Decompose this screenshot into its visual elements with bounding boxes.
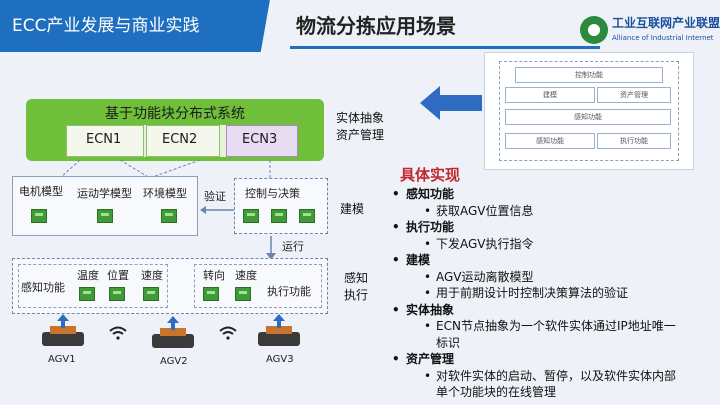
agv1-label: AGV1: [48, 354, 76, 365]
alliance-logo: 工业互联网产业联盟 Alliance of Industrial Interne…: [580, 14, 720, 50]
ecn-connectors: [59, 159, 271, 179]
sub-bullet: 用于前期设计时控制决策算法的验证: [392, 285, 712, 302]
agv3-image: [256, 314, 302, 352]
bullet-execution: 执行功能: [392, 219, 712, 236]
sub-bullet: ECN节点抽象为一个软件实体通过IP地址唯一: [392, 318, 712, 335]
title-underline: [290, 46, 600, 49]
control-decision-label: 控制与决策: [245, 187, 300, 200]
agv-top: [50, 326, 76, 334]
function-block-icon: [243, 209, 259, 223]
bullet-asset-management: 资产管理: [392, 351, 712, 368]
logo-text-en: Alliance of Industrial Internet: [612, 34, 714, 42]
perception-execution-side-label: 感知 执行: [338, 270, 374, 304]
ecn3-box: [226, 125, 298, 157]
sub-bullet: 下发AGV执行指令: [392, 236, 712, 253]
implementation-list: 感知功能 获取AGV位置信息 执行功能 下发AGV执行指令 建模 AGV运动离散…: [392, 186, 712, 401]
function-block-icon: [109, 287, 125, 301]
function-block-icon: [299, 209, 315, 223]
model-group: 电机模型 运动学模型 环境模型: [12, 176, 198, 236]
position-label: 位置: [107, 269, 129, 282]
page-title: 物流分拣应用场景: [296, 14, 456, 38]
up-arrow-icon: [167, 316, 179, 330]
run-label: 运行: [282, 240, 304, 253]
implementation-title: 具体实现: [400, 166, 461, 184]
sense-side-label: 感知: [343, 271, 368, 285]
execution-group: 转向 速度 执行功能: [194, 264, 322, 308]
agv-body: [42, 332, 84, 346]
arch-sensing: 感知功能: [505, 109, 671, 125]
ecn3-label: ECN3: [242, 132, 278, 147]
verify-label: 验证: [204, 190, 226, 203]
function-block-icon: [143, 287, 159, 301]
left-arrow-icon: [420, 86, 482, 120]
arch-frame: [499, 61, 679, 161]
agv-body: [258, 332, 300, 346]
arrow-left-icon: [200, 206, 234, 214]
ecn-row: ECN1 ECN2 ECN3: [66, 125, 298, 157]
up-arrow-icon: [57, 314, 69, 328]
gear-icon: [580, 16, 608, 44]
architecture-panel: 控制功能 建模 资产管理 感知功能 感知功能 执行功能: [484, 52, 694, 170]
arch-control: 控制功能: [515, 67, 663, 83]
arch-bottom-left: 感知功能: [505, 133, 595, 149]
steer-label: 转向: [203, 269, 225, 282]
agv2-label: AGV2: [160, 356, 188, 367]
up-arrow-icon: [273, 314, 285, 328]
modeling-side-label: 建模: [340, 202, 365, 216]
agv1-image: [40, 314, 86, 352]
entity-abstraction-label: 实体抽象: [335, 111, 384, 125]
function-block-icon: [31, 209, 47, 223]
ecn1-box: [66, 125, 144, 157]
arrow-down-icon: [266, 236, 276, 260]
function-block-icon: [271, 209, 287, 223]
bullet-sensing: 感知功能: [392, 186, 712, 203]
section-banner: ECC产业发展与商业实践: [0, 0, 258, 52]
perception-group: 感知功能 温度 位置 速度: [18, 264, 168, 308]
environment-model-label: 环境模型: [143, 187, 187, 200]
kinematic-model-label: 运动学模型: [77, 187, 132, 200]
sub-bullet-continuation: 标识: [436, 335, 461, 350]
agv-top: [266, 326, 292, 334]
motor-model-label: 电机模型: [19, 185, 63, 198]
arch-asset: 资产管理: [597, 87, 671, 103]
sub-bullet: 获取AGV位置信息: [392, 203, 712, 220]
control-decision-group: 控制与决策: [234, 178, 328, 234]
function-block-icon: [97, 209, 113, 223]
sense-function-label: 感知功能: [21, 281, 65, 294]
ecn1-label: ECN1: [86, 132, 122, 147]
sub-bullet: 对软件实体的启动、暂停，以及软件实体内部: [392, 368, 712, 385]
speed2-label: 速度: [235, 269, 257, 282]
sub-bullet-continuation: 单个功能块的在线管理: [436, 385, 557, 399]
agv-top: [160, 328, 186, 336]
wifi-icon: [219, 326, 237, 340]
entity-asset-label: 实体抽象 资产管理: [330, 110, 390, 144]
bullet-entity-abstraction: 实体抽象: [392, 302, 712, 319]
bullet-modeling: 建模: [392, 252, 712, 269]
logo-text-cn: 工业互联网产业联盟: [612, 16, 720, 30]
ecn2-box: [146, 125, 220, 157]
function-block-icon: [161, 209, 177, 223]
speed-label: 速度: [141, 269, 163, 282]
function-block-icon: [235, 287, 251, 301]
function-block-system: 基于功能块分布式系统 ECN1 ECN2 ECN3: [26, 99, 324, 161]
asset-management-label: 资产管理: [335, 128, 384, 142]
agv-body: [152, 334, 194, 348]
function-block-title: 基于功能块分布式系统: [105, 106, 245, 122]
function-block-icon: [79, 287, 95, 301]
agv3-label: AGV3: [266, 354, 294, 365]
perception-execution-group: [12, 258, 328, 314]
wifi-icon: [109, 326, 127, 340]
arch-bottom-right: 执行功能: [597, 133, 671, 149]
temperature-label: 温度: [77, 269, 99, 282]
function-block-icon: [203, 287, 219, 301]
banner-slant: [250, 0, 290, 52]
arch-model: 建模: [505, 87, 595, 103]
agv2-image: [150, 316, 196, 354]
exec-function-label: 执行功能: [267, 285, 311, 298]
exec-side-label: 执行: [343, 288, 368, 302]
sub-bullet: AGV运动离散模型: [392, 269, 712, 286]
ecn2-label: ECN2: [162, 132, 198, 147]
